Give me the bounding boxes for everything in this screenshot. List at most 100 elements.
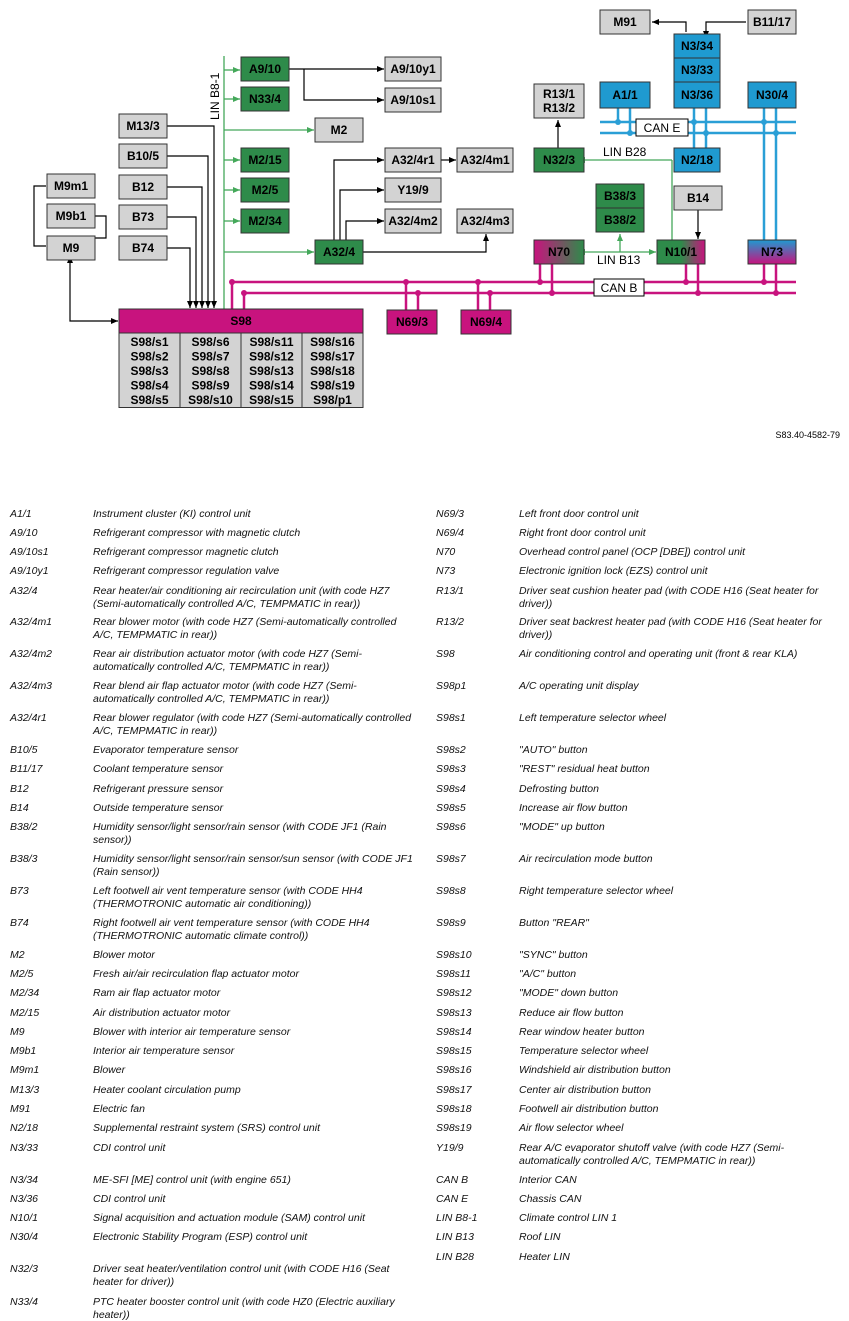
legend-description: Roof LIN <box>519 1231 561 1243</box>
legend-description: Overhead control panel (OCP [DBE]) contr… <box>519 546 746 558</box>
legend-description: Driver seat cushion heater pad (with COD… <box>519 585 819 610</box>
box-label: S98 <box>230 314 252 328</box>
legend-code: A32/4m2 <box>10 648 53 660</box>
legend-code: M2/34 <box>10 987 40 999</box>
box-label: B12 <box>132 180 154 194</box>
legend-description: Left footwell air vent temperature senso… <box>93 885 363 910</box>
box-s98: S98 <box>118 308 364 334</box>
legend-code: CAN E <box>436 1193 469 1205</box>
legend-description: Signal acquisition and actuation module … <box>93 1212 365 1224</box>
box-label: A32/4m3 <box>460 214 510 228</box>
box-a32-4m3: A32/4m3 <box>456 208 514 234</box>
box-n69-4: N69/4 <box>460 309 512 335</box>
legend-code: M9m1 <box>10 1064 40 1076</box>
box-label: M2/34 <box>248 214 282 228</box>
legend-code: M2/15 <box>10 1007 40 1019</box>
box-label: A32/4 <box>323 245 355 259</box>
legend-code: A32/4m1 <box>10 616 53 628</box>
legend-code: A9/10y1 <box>10 565 49 577</box>
legend-description: Humidity sensor/light sensor/rain sensor… <box>93 821 387 846</box>
box-b38-2: B38/2 <box>595 207 645 233</box>
legend-description: Evaporator temperature sensor <box>93 744 239 756</box>
s98-grid-cell: S98/s5 <box>130 393 168 407</box>
legend-code: N32/3 <box>10 1263 39 1275</box>
legend-description: Left front door control unit <box>519 508 639 520</box>
legend-description: Driver seat heater/ventilation control u… <box>93 1263 390 1288</box>
legend-code: LIN B13 <box>436 1231 474 1243</box>
s98-grid-cell: S98/s1 <box>130 335 168 349</box>
legend-code: N69/4 <box>436 527 465 539</box>
legend-code: S98s16 <box>436 1064 472 1076</box>
s98-grid-cell: S98/s12 <box>249 350 294 364</box>
legend-code: B74 <box>10 917 29 929</box>
legend-code: M9b1 <box>10 1045 37 1057</box>
legend-code: N3/33 <box>10 1142 39 1154</box>
legend-code: R13/2 <box>436 616 465 628</box>
box-label: N30/4 <box>756 88 788 102</box>
box-n73: N73 <box>747 239 797 265</box>
box-label: B73 <box>132 210 154 224</box>
box-a32-4m1: A32/4m1 <box>456 147 514 173</box>
legend-code: S98s8 <box>436 885 466 897</box>
can-b-label: CAN B <box>601 281 638 295</box>
signal-wires <box>33 19 746 324</box>
legend-code: S98 <box>436 648 455 660</box>
legend-code: N2/18 <box>10 1122 39 1134</box>
figure-id: S83.40-4582-79 <box>775 430 840 440</box>
legend-description: Reduce air flow button <box>519 1007 624 1019</box>
box-n3-36: N3/36 <box>673 81 721 109</box>
legend-code: M91 <box>10 1103 31 1115</box>
legend-description: Humidity sensor/light sensor/rain sensor… <box>93 853 413 878</box>
lin-b13-label: LIN B13 <box>597 253 641 267</box>
box-label: B38/2 <box>604 213 636 227</box>
legend-code: S98s5 <box>436 802 466 814</box>
box-n70: N70 <box>533 239 585 265</box>
box-label: N69/4 <box>470 315 502 329</box>
legend-code: Y19/9 <box>436 1142 464 1154</box>
legend-code: A9/10s1 <box>10 546 49 558</box>
legend-code: S98s10 <box>436 949 472 961</box>
legend-description: Rear blower regulator (with code HZ7 (Se… <box>93 712 412 737</box>
box-a32-4m2: A32/4m2 <box>384 208 442 234</box>
legend-description: CDI control unit <box>93 1193 166 1205</box>
s98-grid-cell: S98/s6 <box>191 335 229 349</box>
legend-description: Footwell air distribution button <box>519 1103 659 1115</box>
box-label: M91 <box>613 15 637 29</box>
box-label: N2/18 <box>681 153 713 167</box>
legend-description: ME-SFI [ME] control unit (with engine 65… <box>93 1174 291 1186</box>
box-label: M2 <box>331 123 348 137</box>
box-label: B14 <box>687 191 709 205</box>
box-label: N10/1 <box>665 245 697 259</box>
s98-grid-cell: S98/s2 <box>130 350 168 364</box>
box-label: R13/2 <box>543 101 575 115</box>
legend-description: Rear A/C evaporator shutoff valve (with … <box>519 1142 785 1167</box>
legend-code: M13/3 <box>10 1084 40 1096</box>
box-label: M13/3 <box>126 119 160 133</box>
box-label: M2/5 <box>252 183 279 197</box>
s98-grid-cell: S98/s14 <box>249 379 294 393</box>
legend-description: Refrigerant pressure sensor <box>93 783 224 795</box>
lin-b8-1-lines <box>223 56 314 309</box>
legend-description: "A/C" button <box>519 968 577 980</box>
box-label: N3/34 <box>681 39 713 53</box>
box-a1-1: A1/1 <box>599 81 651 109</box>
legend-description: Electric fan <box>93 1103 145 1115</box>
legend-description: Left temperature selector wheel <box>519 712 667 724</box>
s98-grid-cell: S98/s4 <box>130 379 168 393</box>
legend-code: A32/4 <box>10 585 38 597</box>
box-m9m1: M9m1 <box>46 173 96 199</box>
box-a9-10: A9/10 <box>240 56 290 82</box>
box-label: A32/4m1 <box>460 153 510 167</box>
legend-description: Air recirculation mode button <box>519 853 653 865</box>
box-b74: B74 <box>118 235 168 261</box>
box-a32-4r1: A32/4r1 <box>384 147 442 173</box>
box-b10-5: B10/5 <box>118 143 168 169</box>
box-m91: M91 <box>599 9 651 35</box>
box-b73: B73 <box>118 204 168 230</box>
box-m2-5: M2/5 <box>240 177 290 203</box>
legend-description: Blower <box>93 1064 126 1076</box>
s98-grid-cell: S98/s13 <box>249 364 294 378</box>
legend-code: A32/4m3 <box>10 680 53 692</box>
